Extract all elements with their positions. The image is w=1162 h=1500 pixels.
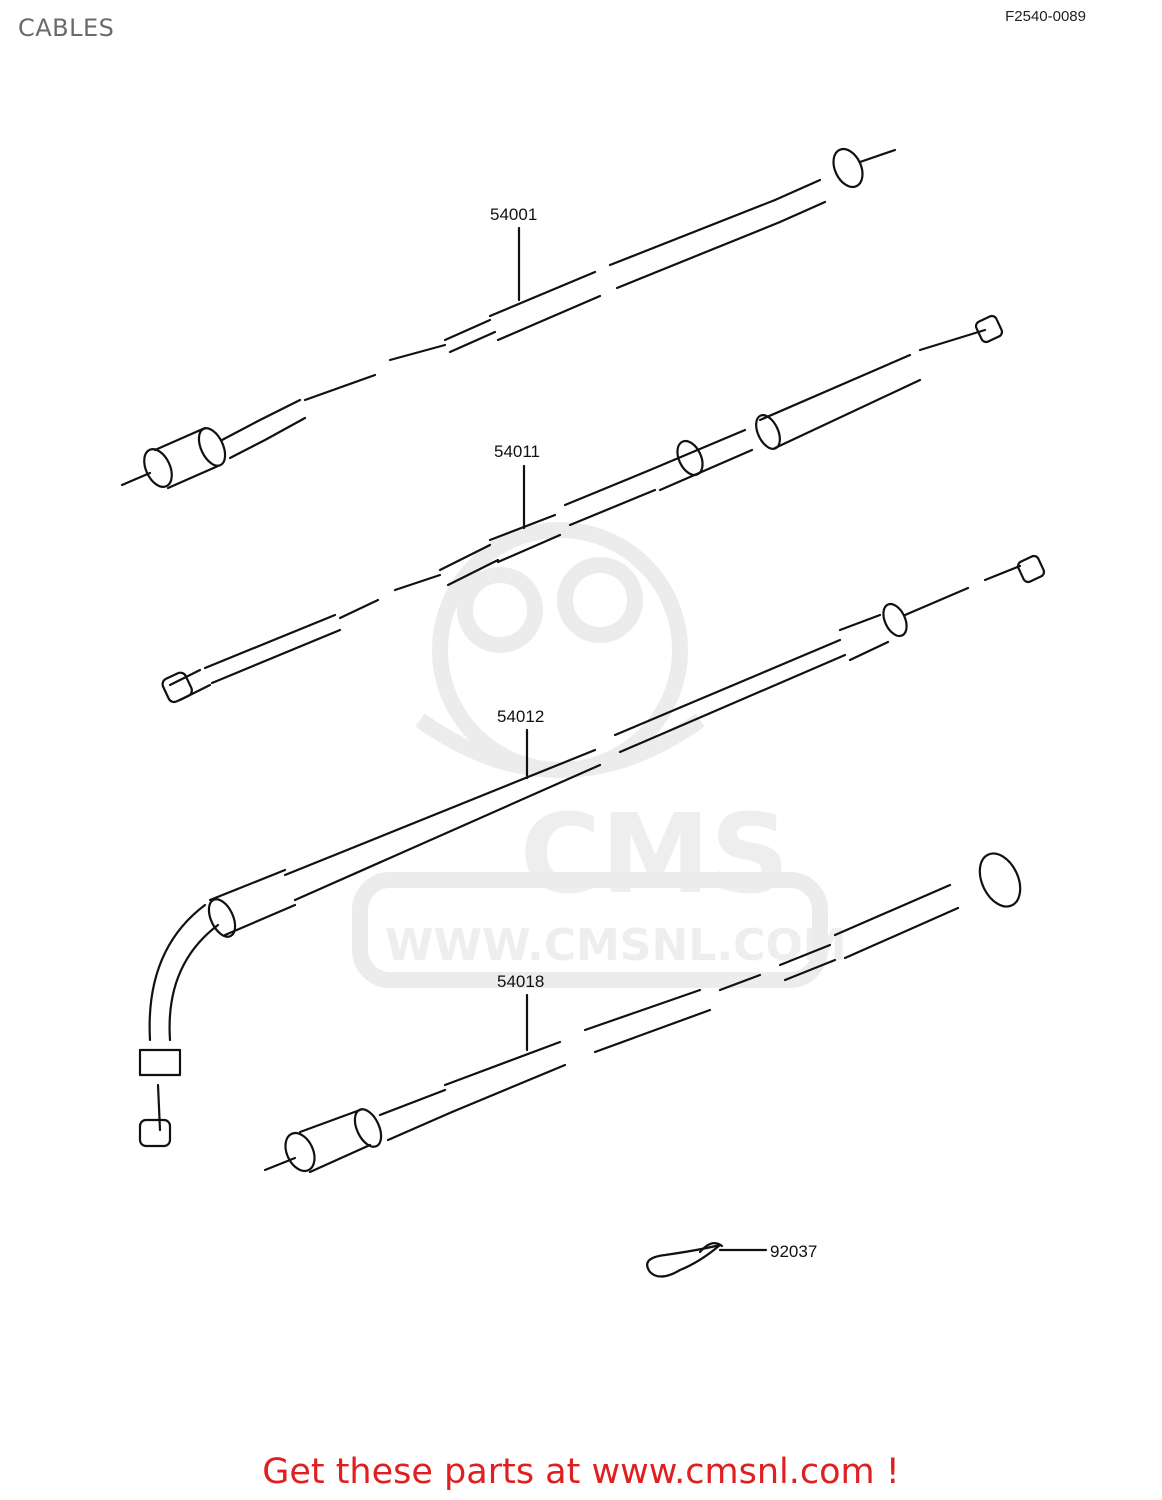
cable-54018 xyxy=(263,852,1022,1174)
part-label-54001[interactable]: 54001 xyxy=(490,205,538,224)
cable-54001 xyxy=(120,147,897,490)
clip-92037 xyxy=(646,1241,724,1278)
part-label-54012[interactable]: 54012 xyxy=(497,707,545,726)
part-label-92037[interactable]: 92037 xyxy=(770,1242,818,1261)
footer-get-parts-link[interactable]: Get these parts at www.cmsnl.com ! xyxy=(262,1452,900,1492)
part-label-54011[interactable]: 54011 xyxy=(494,442,541,461)
diagram-reference-code: F2540-0089 xyxy=(1005,8,1086,25)
leader-lines xyxy=(517,226,768,1252)
cable-54011 xyxy=(161,314,1004,704)
watermark-site-text: WWW.CMSNL.COM xyxy=(385,920,847,971)
part-label-54018[interactable]: 54018 xyxy=(497,972,545,991)
watermark-mascot xyxy=(352,522,828,988)
cable-54012 xyxy=(138,554,1046,1148)
watermark-logo-text: CMS xyxy=(520,790,790,918)
page-title: CABLES xyxy=(18,14,115,42)
